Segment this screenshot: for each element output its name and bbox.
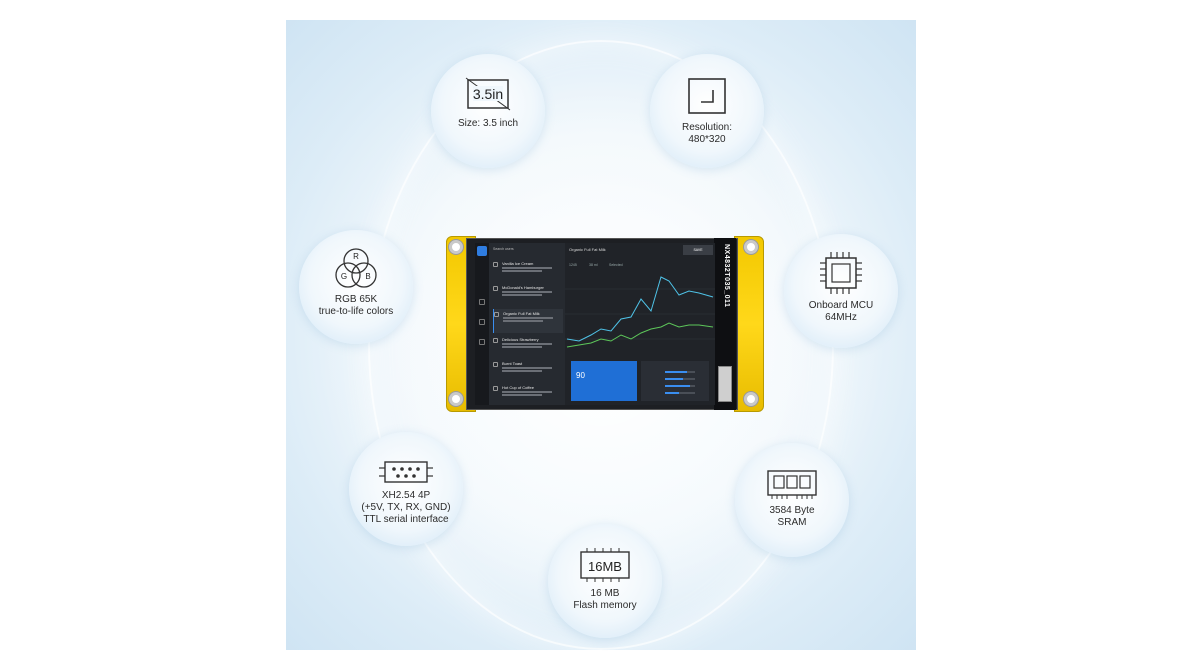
mcu-label: Onboard MCU xyxy=(808,300,874,311)
mounting-hole xyxy=(449,240,463,254)
lcd-module: NX4832T035_011 Search users Vanilla Ice … xyxy=(446,236,764,412)
screen-line-chart xyxy=(565,276,715,348)
chip-icon xyxy=(820,252,862,294)
list-item: Hot Cup of Coffee xyxy=(493,383,563,405)
progress-bar xyxy=(665,378,683,380)
stat-value: 38 ml xyxy=(589,263,598,267)
list-item: Delicious Strawberry xyxy=(493,335,563,359)
feature-flash: 16MB 16 MB Flash memory xyxy=(548,524,662,638)
list-header: Search users xyxy=(493,247,514,251)
item-icon xyxy=(493,262,498,267)
feature-sram: 3584 Byte SRAM xyxy=(735,443,849,557)
size-icon-text: 3.5in xyxy=(473,86,503,102)
screen-item-list: Search users Vanilla Ice Cream McDonald'… xyxy=(489,243,565,405)
svg-text:B: B xyxy=(365,272,370,281)
mounting-hole xyxy=(449,392,463,406)
ffc-connector xyxy=(718,366,732,402)
sram-label: SRAM xyxy=(777,517,807,528)
chart-line-cyan xyxy=(566,276,714,342)
mounting-hole xyxy=(744,240,758,254)
resolution-label: Resolution: xyxy=(681,122,733,133)
feature-serial: XH2.54 4P (+5V, TX, RX, GND) TTL serial … xyxy=(349,432,463,546)
serial-interface: TTL serial interface xyxy=(363,514,449,525)
screen-size-icon: 3.5in xyxy=(465,77,511,111)
memory-module-icon xyxy=(767,470,817,499)
main-action-button: SAVE xyxy=(683,245,713,255)
feature-mcu: Onboard MCU 64MHz xyxy=(784,234,898,348)
feature-colors: R G B RGB 65K true-to-life colors xyxy=(299,230,413,344)
pcb-right-edge xyxy=(734,236,764,412)
progress-bar xyxy=(665,371,687,373)
summary-value: 90 xyxy=(576,371,585,380)
resolution-icon xyxy=(688,78,726,114)
feature-resolution: Resolution: 480*320 xyxy=(650,54,764,168)
nav-icon xyxy=(479,299,485,305)
rgb-venn-icon: R G B xyxy=(335,248,377,288)
progress-bar xyxy=(665,385,690,387)
list-item: McDonald's Hamburger xyxy=(493,283,563,307)
blue-summary-card: 90 xyxy=(571,361,637,401)
resolution-value: 480*320 xyxy=(688,134,726,145)
svg-text:G: G xyxy=(341,272,347,281)
flash-icon-text: 16MB xyxy=(588,559,622,574)
stat-value: 1245 xyxy=(569,263,577,267)
mounting-hole xyxy=(744,392,758,406)
nav-icon xyxy=(479,319,485,325)
screen-nav-rail xyxy=(475,243,489,405)
flash-size: 16 MB xyxy=(590,588,620,599)
progress-card xyxy=(641,361,709,401)
main-title: Organic Full Fat Milk xyxy=(569,247,606,252)
item-icon xyxy=(493,286,498,291)
list-item: Burnt Toast xyxy=(493,359,563,383)
stat-value: Selected xyxy=(609,263,623,267)
screen-main-view: Organic Full Fat Milk SAVE 1245 38 ml Se… xyxy=(565,243,715,405)
flash-chip-icon: 16MB xyxy=(580,548,630,582)
size-label: Size: 3.5 inch xyxy=(457,118,519,129)
display-screen: Search users Vanilla Ice Cream McDonald'… xyxy=(475,243,715,405)
svg-text:R: R xyxy=(353,252,359,261)
nav-icon xyxy=(479,339,485,345)
serial-connector-icon xyxy=(379,461,433,483)
serial-pins: (+5V, TX, RX, GND) xyxy=(361,502,451,513)
item-icon xyxy=(493,386,498,391)
mcu-value: 64MHz xyxy=(825,312,857,323)
colors-label: RGB 65K xyxy=(334,294,378,305)
app-logo-icon xyxy=(477,246,487,256)
list-item-active: Organic Full Fat Milk xyxy=(493,309,563,333)
feature-size: 3.5in Size: 3.5 inch xyxy=(431,54,545,168)
chart-line-green xyxy=(566,322,714,348)
flash-label: Flash memory xyxy=(573,600,637,611)
serial-label: XH2.54 4P xyxy=(381,490,431,501)
item-icon xyxy=(493,362,498,367)
progress-bar xyxy=(665,392,679,394)
colors-sublabel: true-to-life colors xyxy=(318,306,394,317)
item-icon xyxy=(493,338,498,343)
item-icon xyxy=(494,312,499,317)
list-item: Vanilla Ice Cream xyxy=(493,259,563,283)
sram-size: 3584 Byte xyxy=(769,505,815,516)
